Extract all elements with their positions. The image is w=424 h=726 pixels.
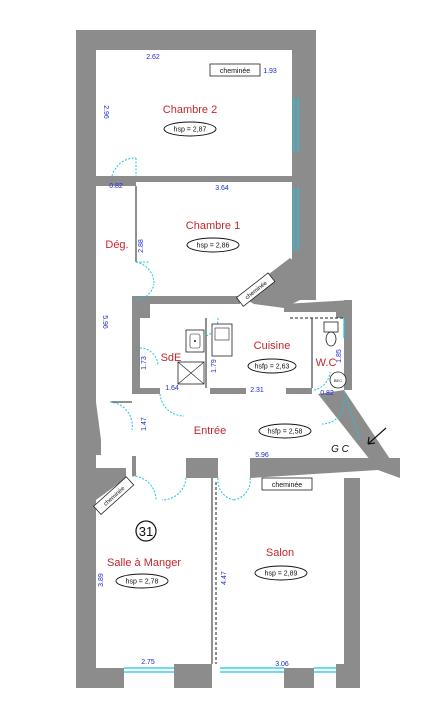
dim-width: 0.82 bbox=[320, 390, 334, 397]
ceiling-height: hsp = 2,86 bbox=[197, 243, 230, 250]
dim-width: 2.62 bbox=[146, 54, 160, 61]
door-width-deg: 0.82 bbox=[109, 183, 123, 190]
apartment-number: 31 bbox=[139, 524, 153, 539]
room-chambre-2: Chambre 2 hsp = 2,87 2.62 1.93 2.96 bbox=[102, 54, 277, 137]
dim-depth: 4.47 bbox=[221, 571, 228, 585]
ceiling-height: hsp = 2,87 bbox=[174, 127, 207, 134]
room-entree: Entrée hsfp = 2,58 5.96 1.47 G C bbox=[141, 417, 387, 459]
room-chambre-1: Chambre 1 hsp = 2,86 3.64 2.88 bbox=[138, 185, 240, 253]
ceiling-height: hsfp = 2,63 bbox=[255, 364, 290, 371]
windows bbox=[124, 98, 345, 673]
bathroom-fixtures: BEC bbox=[177, 321, 347, 389]
dim-depth: 1.85 bbox=[336, 349, 343, 363]
room-name: W.C bbox=[316, 357, 337, 369]
entry-arrow-icon bbox=[367, 427, 387, 445]
room-cuisine: Cuisine hsfp = 2,63 2.31 1.79 bbox=[211, 340, 297, 394]
cheminee-chambre2: cheminée bbox=[220, 68, 250, 75]
dim-depth: 1.47 bbox=[141, 417, 148, 431]
dim-depth: 1.79 bbox=[211, 359, 218, 373]
ceiling-height: hsp = 2,78 bbox=[126, 579, 159, 586]
room-name: Cuisine bbox=[254, 340, 291, 352]
room-name: Salon bbox=[266, 547, 294, 559]
dim-width: 2.75 bbox=[141, 659, 155, 666]
corridor-length: 5.96 bbox=[101, 315, 108, 329]
room-name: Chambre 1 bbox=[186, 220, 240, 232]
room-deg: Dég. bbox=[105, 239, 128, 251]
room-wc: W.C 0.82 1.85 bbox=[316, 349, 343, 397]
water-heater-label: BEC bbox=[334, 378, 342, 383]
dim-depth: 3.89 bbox=[98, 573, 105, 587]
room-name: Entrée bbox=[194, 425, 226, 437]
partitions bbox=[110, 186, 344, 664]
dim-side: 1.93 bbox=[263, 68, 277, 75]
room-name: SdE bbox=[161, 352, 182, 364]
exterior-walls bbox=[76, 30, 400, 688]
room-name: Salle à Manger bbox=[107, 557, 181, 569]
dim-width: 1.64 bbox=[165, 385, 179, 392]
dim-depth: 1.73 bbox=[141, 356, 148, 370]
water-heater bbox=[329, 371, 347, 389]
dim-width: 3.06 bbox=[275, 661, 289, 668]
dim-width: 2.31 bbox=[250, 387, 264, 394]
dim-width: 5.96 bbox=[255, 452, 269, 459]
room-salle-a-manger: 31 Salle à Manger hsp = 2,78 2.75 3.89 bbox=[98, 520, 181, 666]
meters-label: G C bbox=[331, 444, 350, 455]
doors bbox=[109, 157, 361, 501]
ceiling-height: hsp = 2,89 bbox=[265, 571, 298, 578]
dim-width: 3.64 bbox=[215, 185, 229, 192]
ceiling-height: hsfp = 2,58 bbox=[268, 429, 303, 436]
dim-depth: 2.88 bbox=[138, 239, 145, 253]
wc-toilet bbox=[323, 321, 339, 333]
room-salon: Salon hsp = 2,89 3.06 4.47 bbox=[221, 547, 308, 668]
cheminee-salon: cheminée bbox=[272, 482, 302, 489]
dim-depth: 2.96 bbox=[102, 105, 109, 119]
room-sde: SdE 1.64 1.73 bbox=[141, 352, 181, 392]
room-name: Chambre 2 bbox=[163, 104, 217, 116]
